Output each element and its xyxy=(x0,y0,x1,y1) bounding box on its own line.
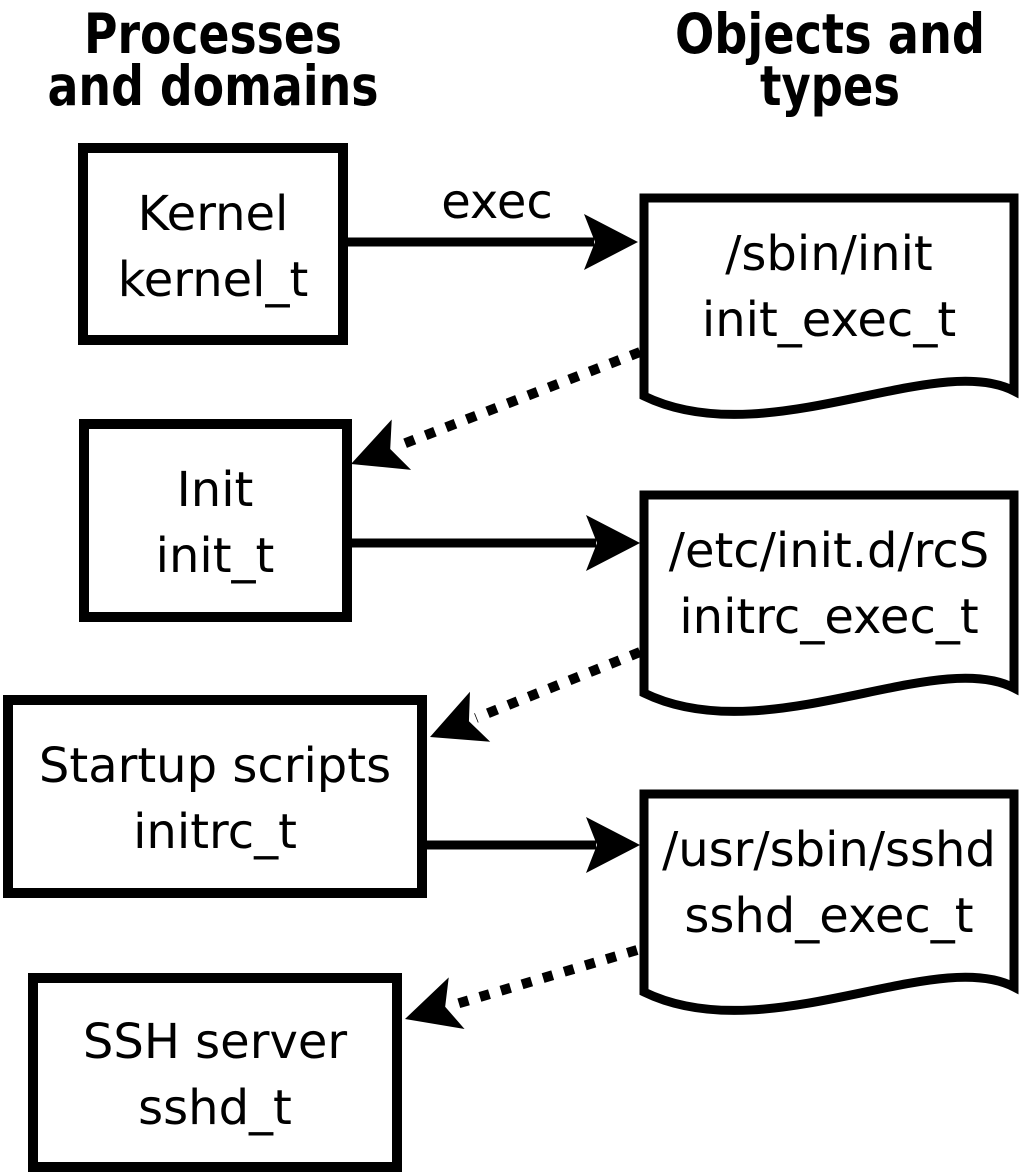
exec-arrow-startup-arrowhead-icon xyxy=(586,817,640,873)
process-box-startup-scripts-shape xyxy=(3,695,427,898)
object-document-etc-initd-rcs-type: initrc_exec_t xyxy=(679,589,978,645)
transition-arrow-rcs-to-startup-scripts xyxy=(430,647,642,742)
object-document-sbin-init-shape xyxy=(639,193,1019,419)
right-column-title-line2: types xyxy=(760,54,900,118)
object-document-sbin-init: /sbin/init init_exec_t xyxy=(639,193,1019,419)
process-box-kernel-domain: kernel_t xyxy=(118,252,309,308)
process-box-ssh-server: SSH server sshd_t xyxy=(28,973,402,1172)
transition-arrow-2-arrowhead-icon xyxy=(430,691,491,742)
process-box-startup-scripts: Startup scripts initrc_t xyxy=(3,695,427,898)
object-document-usr-sbin-sshd-type: sshd_exec_t xyxy=(684,888,973,944)
object-document-sbin-init-type: init_exec_t xyxy=(702,292,956,348)
transition-arrow-3-arrowhead-icon xyxy=(405,977,465,1030)
object-document-usr-sbin-sshd: /usr/sbin/sshd sshd_exec_t xyxy=(639,789,1019,1015)
left-column-title-line1: Processes xyxy=(84,2,342,66)
process-box-ssh-server-name: SSH server xyxy=(83,1014,348,1070)
right-column-title-line1: Objects and xyxy=(675,2,985,66)
transition-arrow-2-line xyxy=(474,647,642,723)
object-document-etc-initd-rcs-shape xyxy=(639,490,1019,716)
process-box-kernel: Kernel kernel_t xyxy=(78,143,348,345)
object-document-usr-sbin-sshd-shape xyxy=(639,789,1019,1015)
transition-arrow-1-arrowhead-icon xyxy=(351,419,412,470)
column-headers: Processes and domains Objects and types xyxy=(48,2,986,118)
process-box-ssh-server-shape xyxy=(28,973,402,1172)
exec-arrow-label: exec xyxy=(441,174,553,230)
process-box-kernel-name: Kernel xyxy=(138,186,289,242)
exec-arrow-kernel-to-sbin-init xyxy=(348,214,638,270)
process-box-init-shape xyxy=(79,419,352,622)
process-box-startup-scripts-name: Startup scripts xyxy=(39,738,391,794)
process-box-init-name: Init xyxy=(177,462,254,518)
exec-arrow-init-arrowhead-icon xyxy=(586,515,640,571)
process-box-init: Init init_t xyxy=(79,419,352,622)
transition-arrow-1-line xyxy=(396,347,642,451)
object-document-sbin-init-path: /sbin/init xyxy=(725,226,933,282)
object-document-etc-initd-rcs-path: /etc/init.d/rcS xyxy=(669,523,989,579)
process-box-ssh-server-domain: sshd_t xyxy=(138,1080,292,1136)
transition-arrow-sshd-to-ssh-server xyxy=(405,945,639,1030)
exec-arrow-startup-scripts-to-sshd xyxy=(427,817,640,873)
left-column-title-line2: and domains xyxy=(48,54,379,118)
object-document-etc-initd-rcs: /etc/init.d/rcS initrc_exec_t xyxy=(639,490,1019,716)
exec-arrow-kernel-arrowhead-icon xyxy=(584,214,638,270)
exec-arrow-init-to-rcs xyxy=(351,515,640,571)
object-document-usr-sbin-sshd-path: /usr/sbin/sshd xyxy=(662,822,996,878)
transition-arrow-3-line xyxy=(451,945,639,1010)
transition-arrow-sbin-init-to-init xyxy=(351,347,642,470)
process-box-init-domain: init_t xyxy=(156,528,275,584)
process-box-kernel-shape xyxy=(78,143,348,345)
process-box-startup-scripts-domain: initrc_t xyxy=(133,804,297,860)
